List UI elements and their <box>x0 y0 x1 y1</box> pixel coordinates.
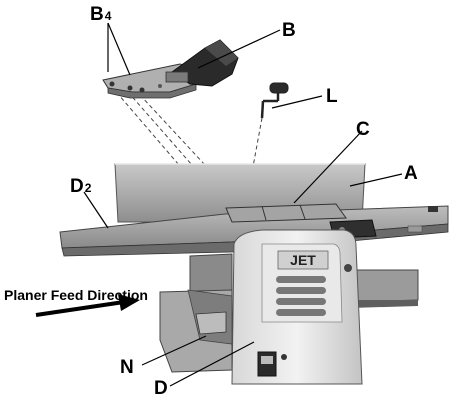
feed-direction-label: Planer Feed Direction <box>4 287 148 303</box>
label-b4: B4 <box>90 4 112 25</box>
feed-direction-arrow <box>35 294 140 317</box>
label-b: B <box>282 20 296 41</box>
crank-handle <box>260 82 289 119</box>
label-d2-sub: 2 <box>85 181 92 195</box>
label-n: N <box>120 357 134 378</box>
stand-base <box>159 289 233 373</box>
jointer-tables <box>59 205 449 257</box>
brand-logo: JET <box>290 252 316 268</box>
label-l: L <box>326 86 338 107</box>
motor-cabinet: JET <box>231 229 363 385</box>
label-b4-sub: 4 <box>105 9 112 23</box>
label-a: A <box>404 163 418 184</box>
label-c: C <box>356 119 370 140</box>
label-d2: D2 <box>70 176 92 197</box>
callout-leaders <box>83 22 403 387</box>
label-d: D <box>154 378 168 399</box>
label-d2-main: D <box>70 176 84 197</box>
label-b4-main: B <box>90 4 104 25</box>
blade-guard-assembly <box>102 39 239 99</box>
